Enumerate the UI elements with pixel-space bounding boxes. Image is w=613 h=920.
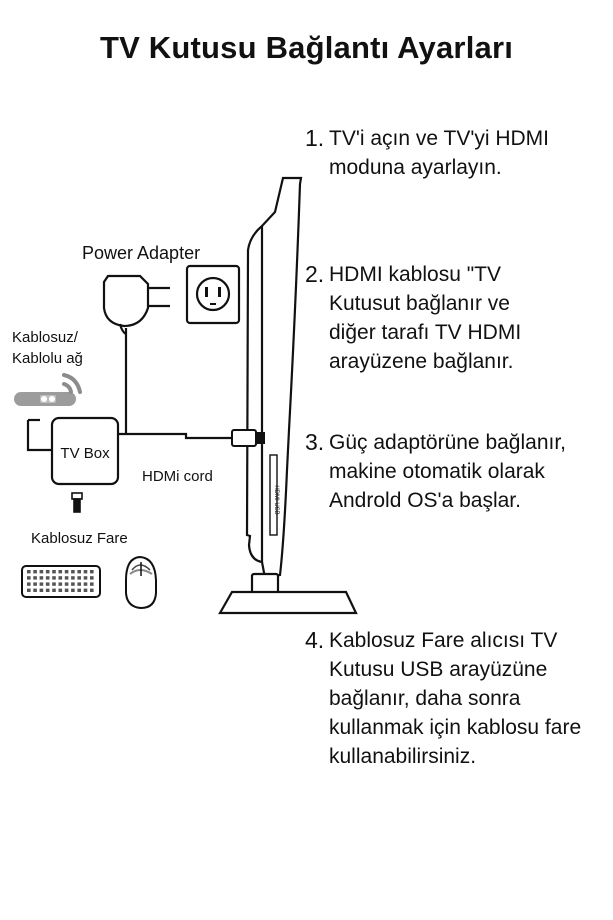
network-label-line2: Kablolu ağ	[12, 350, 83, 367]
keyboard-key	[52, 576, 56, 580]
keyboard-key	[45, 582, 50, 586]
keyboard-key	[77, 582, 81, 586]
tv-side-icon: HDMI USB	[218, 176, 358, 615]
step-2: 2. HDMI kablosu "TV Kutusut bağlanır ve …	[305, 260, 605, 376]
step-text: HDMI kablosu "TV Kutusut bağlanır ve diğ…	[329, 263, 522, 373]
keyboard-key	[39, 576, 44, 580]
step-text: TV'i açın ve TV'yi HDMI moduna ayarlayın…	[329, 127, 550, 179]
keyboard-key	[71, 570, 75, 574]
keyboard-key	[27, 588, 31, 592]
keyboard-key	[52, 582, 56, 586]
keyboard-key	[90, 582, 94, 586]
usb-receiver-icon	[71, 492, 83, 513]
keyboard-key	[58, 588, 63, 592]
keyboard-key	[58, 582, 63, 586]
keyboard-key	[45, 570, 50, 574]
keyboard-icon	[21, 565, 101, 598]
keyboard-key	[77, 588, 81, 592]
keyboard-key	[39, 570, 44, 574]
page-title: TV Kutusu Bağlantı Ayarları	[99, 30, 514, 65]
keyboard-key	[27, 582, 31, 586]
cable-lines	[26, 328, 232, 452]
keyboard-key	[83, 570, 88, 574]
step-number: 1.	[305, 125, 325, 151]
keyboard-key	[64, 570, 69, 574]
keyboard-key	[33, 588, 37, 592]
keyboard-key	[83, 582, 88, 586]
keyboard-key	[58, 576, 63, 580]
keyboard-key	[33, 582, 37, 586]
keyboard-key	[33, 576, 37, 580]
keyboard-key	[39, 588, 44, 592]
router-icon	[14, 373, 82, 406]
step-number: 2.	[305, 261, 325, 287]
wall-socket-icon	[185, 264, 241, 325]
keyboard-key	[52, 588, 56, 592]
keyboard-key	[90, 588, 94, 592]
mouse-icon	[125, 555, 157, 610]
network-label-line1: Kablosuz/	[12, 329, 79, 346]
keyboard-key	[90, 576, 94, 580]
keyboard-key	[83, 588, 88, 592]
step-number: 4.	[305, 627, 325, 653]
keyboard-key	[64, 588, 69, 592]
tv-box-icon	[50, 416, 120, 486]
power-adapter-icon	[102, 274, 170, 335]
step-text: Güç adaptörüne bağlanır, makine otomatik…	[329, 431, 567, 512]
keyboard-key	[71, 576, 75, 580]
keyboard-key	[71, 588, 75, 592]
step-text: Kablosuz Fare alıcısı TV Kutusu USB aray…	[329, 629, 582, 768]
keyboard-key	[71, 582, 75, 586]
step-3: 3. Güç adaptörüne bağlanır, makine otoma…	[305, 428, 605, 515]
step-number: 3.	[305, 429, 325, 455]
tv-port-text: HDMI USB	[273, 485, 279, 514]
step-4: 4. Kablosuz Fare alıcısı TV Kutusu USB a…	[305, 626, 605, 771]
power-adapter-label: Power Adapter	[82, 243, 200, 263]
keyboard-key	[52, 570, 56, 574]
keyboard-key	[33, 570, 37, 574]
keyboard-key	[45, 588, 50, 592]
wireless-mouse-label: Kablosuz Fare	[31, 530, 128, 547]
keyboard-key	[77, 570, 81, 574]
keyboard-key	[90, 570, 94, 574]
keyboard-key	[77, 576, 81, 580]
keyboard-key	[58, 570, 63, 574]
keyboard-key	[27, 570, 31, 574]
step-1: 1. TV'i açın ve TV'yi HDMI moduna ayarla…	[305, 124, 605, 182]
keyboard-key	[64, 576, 69, 580]
keyboard-key	[45, 576, 50, 580]
keyboard-key	[83, 576, 88, 580]
keyboard-key	[64, 582, 69, 586]
keyboard-key	[27, 576, 31, 580]
tv-box-label: TV Box	[60, 445, 110, 462]
hdmi-cord-label: HDMi cord	[142, 468, 213, 485]
hdmi-plug-icon	[231, 429, 265, 447]
keyboard-key	[39, 582, 44, 586]
